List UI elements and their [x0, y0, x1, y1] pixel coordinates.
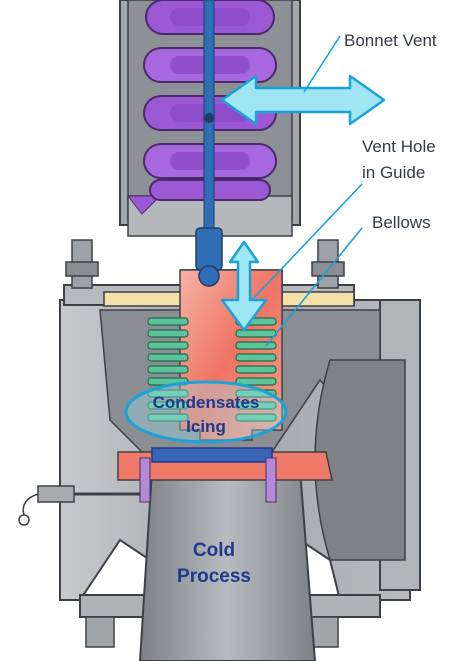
label-cold: Cold: [193, 540, 235, 561]
label-vent-hole-line1: Vent Hole: [362, 137, 436, 156]
label-process: Process: [177, 566, 251, 587]
label-bonnet-vent: Bonnet Vent: [344, 31, 437, 50]
flow-arrows: [220, 74, 386, 332]
label-vent-hole-line2: in Guide: [362, 163, 425, 182]
label-condensates: Condensates: [153, 393, 260, 412]
callout-lines: [251, 35, 363, 347]
condensates-icing-highlight: [124, 380, 288, 444]
label-bellows: Bellows: [372, 213, 431, 232]
valve-body: [18, 239, 421, 661]
label-icing: Icing: [186, 417, 226, 436]
valve-stem: [195, 0, 223, 287]
